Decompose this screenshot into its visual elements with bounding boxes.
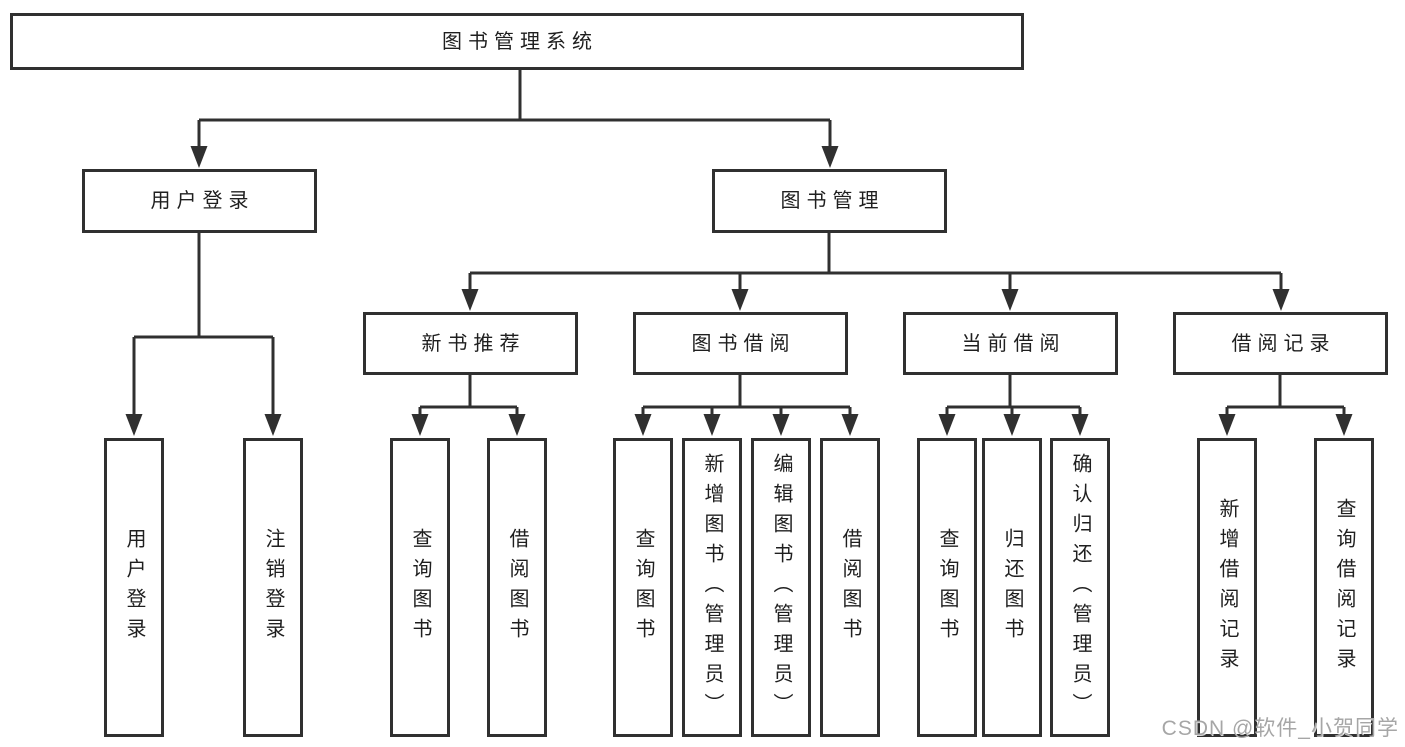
leaf-bb-query-books: 查询图书 [613, 438, 673, 737]
leaf-bb-add-books-admin-label: 新增图书（管理员） [701, 452, 723, 723]
node-borrow-record: 借阅记录 [1173, 312, 1388, 375]
edge-book-borrow-children [634, 375, 859, 436]
leaf-br-query-record: 查询借阅记录 [1314, 438, 1374, 737]
leaf-bb-edit-books-admin: 编辑图书（管理员） [751, 438, 811, 737]
edge-user-login-children [125, 233, 282, 436]
edge-new-book-rec-children [411, 375, 526, 436]
leaf-logout-label: 注销登录 [262, 527, 284, 648]
leaf-br-add-record-label: 新增借阅记录 [1216, 497, 1238, 678]
leaf-br-add-record: 新增借阅记录 [1197, 438, 1257, 737]
node-user-login-label: 用户登录 [150, 190, 255, 212]
watermark: CSDN @软件_小贺同学 [1161, 717, 1399, 740]
edge-current-borrow-children [938, 375, 1089, 436]
edge-root-to-level2 [190, 68, 839, 168]
leaf-logout: 注销登录 [243, 438, 303, 737]
node-borrow-record-label: 借阅记录 [1231, 332, 1336, 355]
node-current-borrow: 当前借阅 [903, 312, 1118, 375]
node-book-borrow: 图书借阅 [633, 312, 848, 375]
leaf-nbr-borrow-books-label: 借阅图书 [506, 527, 528, 648]
leaf-cb-return-books: 归还图书 [982, 438, 1042, 737]
node-current-borrow-label: 当前借阅 [961, 332, 1066, 355]
leaf-br-query-record-label: 查询借阅记录 [1333, 497, 1355, 678]
leaf-bb-query-books-label: 查询图书 [632, 527, 654, 648]
node-book-borrow-label: 图书借阅 [691, 332, 796, 355]
leaf-nbr-query-books-label: 查询图书 [409, 527, 431, 648]
leaf-user-login: 用户登录 [104, 438, 164, 737]
leaf-bb-add-books-admin: 新增图书（管理员） [682, 438, 742, 737]
leaf-cb-confirm-return-admin: 确认归还（管理员） [1050, 438, 1110, 737]
leaf-cb-query-books-label: 查询图书 [936, 527, 958, 648]
leaf-cb-confirm-return-admin-label: 确认归还（管理员） [1069, 452, 1091, 723]
edge-book-mgmt-children [461, 233, 1290, 311]
leaf-bb-edit-books-admin-label: 编辑图书（管理员） [770, 452, 792, 723]
node-root: 图书管理系统 [10, 13, 1024, 70]
leaf-user-login-label: 用户登录 [123, 527, 145, 648]
node-new-book-rec-label: 新书推荐 [421, 332, 526, 355]
node-root-label: 图书管理系统 [442, 30, 598, 53]
leaf-cb-return-books-label: 归还图书 [1001, 527, 1023, 648]
leaf-cb-query-books: 查询图书 [917, 438, 977, 737]
node-user-login: 用户登录 [82, 169, 317, 233]
leaf-bb-borrow-books: 借阅图书 [820, 438, 880, 737]
node-new-book-rec: 新书推荐 [363, 312, 578, 375]
edge-borrow-record-children [1218, 375, 1353, 436]
leaf-bb-borrow-books-label: 借阅图书 [839, 527, 861, 648]
leaf-nbr-borrow-books: 借阅图书 [487, 438, 547, 737]
leaf-nbr-query-books: 查询图书 [390, 438, 450, 737]
node-book-mgmt-label: 图书管理 [780, 190, 885, 212]
node-book-mgmt: 图书管理 [712, 169, 947, 233]
